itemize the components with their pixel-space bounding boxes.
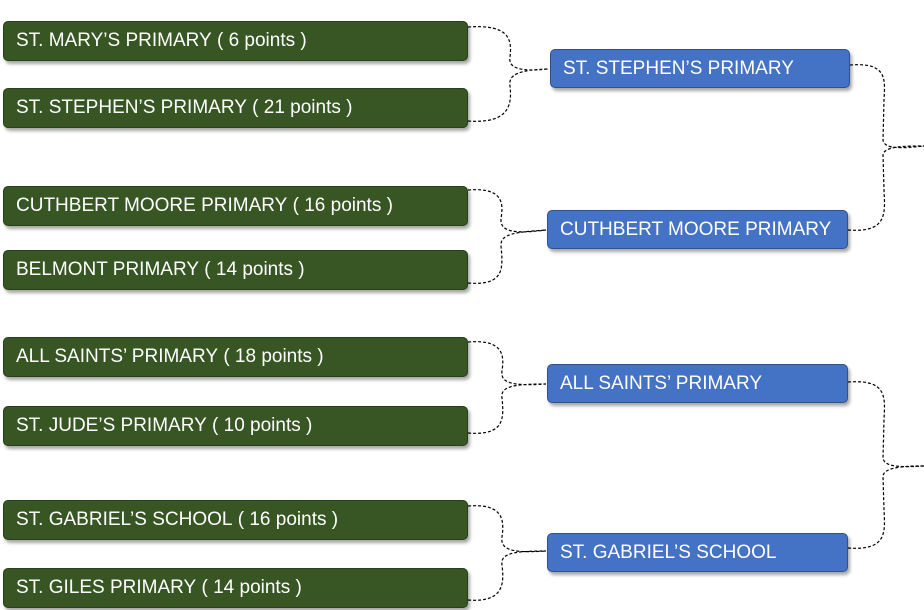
team-points: ( 14 points ) <box>201 577 302 598</box>
round1-team-3: CUTHBERT MOORE PRIMARY ( 16 points ) <box>3 186 468 226</box>
round2-team-3: ALL SAINTS’ PRIMARY <box>547 364 848 403</box>
team-points: ( 21 points ) <box>252 97 353 118</box>
team-points: ( 14 points ) <box>204 259 305 280</box>
round2-team-4: ST. GABRIEL’S SCHOOL <box>547 533 848 572</box>
team-points: ( 6 points ) <box>216 30 307 51</box>
team-points: ( 18 points ) <box>223 346 324 367</box>
team-name: ST. JUDE’S PRIMARY <box>16 415 207 436</box>
team-name: ALL SAINTS’ PRIMARY <box>16 346 219 367</box>
connector-r2-match-2 <box>847 381 924 549</box>
team-name: CUTHBERT MOORE PRIMARY <box>16 195 288 216</box>
team-name: ALL SAINTS’ PRIMARY <box>560 372 763 394</box>
team-name: ST. GABRIEL’S SCHOOL <box>16 509 233 530</box>
round1-team-1: ST. MARY’S PRIMARY ( 6 points ) <box>3 21 468 61</box>
team-name: BELMONT PRIMARY <box>16 259 200 280</box>
team-points: ( 16 points ) <box>292 195 393 216</box>
connector-r1-match-3 <box>467 341 547 434</box>
round1-team-7: ST. GABRIEL’S SCHOOL ( 16 points ) <box>3 500 468 540</box>
connector-r2-match-1 <box>847 64 924 231</box>
team-name: ST. GILES PRIMARY <box>16 577 197 598</box>
round1-team-2: ST. STEPHEN’S PRIMARY ( 21 points ) <box>3 88 468 128</box>
team-name: CUTHBERT MOORE PRIMARY <box>560 218 832 240</box>
team-name: ST. MARY’S PRIMARY <box>16 30 212 51</box>
round2-team-2: CUTHBERT MOORE PRIMARY <box>547 210 848 249</box>
connector-r1-match-2 <box>467 189 547 284</box>
team-points: ( 10 points ) <box>212 415 313 436</box>
round1-team-6: ST. JUDE’S PRIMARY ( 10 points ) <box>3 406 468 446</box>
team-points: ( 16 points ) <box>237 509 339 530</box>
round1-team-8: ST. GILES PRIMARY ( 14 points ) <box>3 568 468 608</box>
round1-team-5: ALL SAINTS’ PRIMARY ( 18 points ) <box>3 337 468 377</box>
round2-team-1: ST. STEPHEN’S PRIMARY <box>550 49 850 88</box>
team-name: ST. STEPHEN’S PRIMARY <box>16 97 247 118</box>
connector-r1-match-1 <box>467 26 549 122</box>
round1-team-4: BELMONT PRIMARY ( 14 points ) <box>3 250 468 290</box>
team-name: ST. GABRIEL’S SCHOOL <box>560 541 777 563</box>
connector-r1-match-4 <box>467 505 547 601</box>
team-name: ST. STEPHEN’S PRIMARY <box>563 57 794 79</box>
